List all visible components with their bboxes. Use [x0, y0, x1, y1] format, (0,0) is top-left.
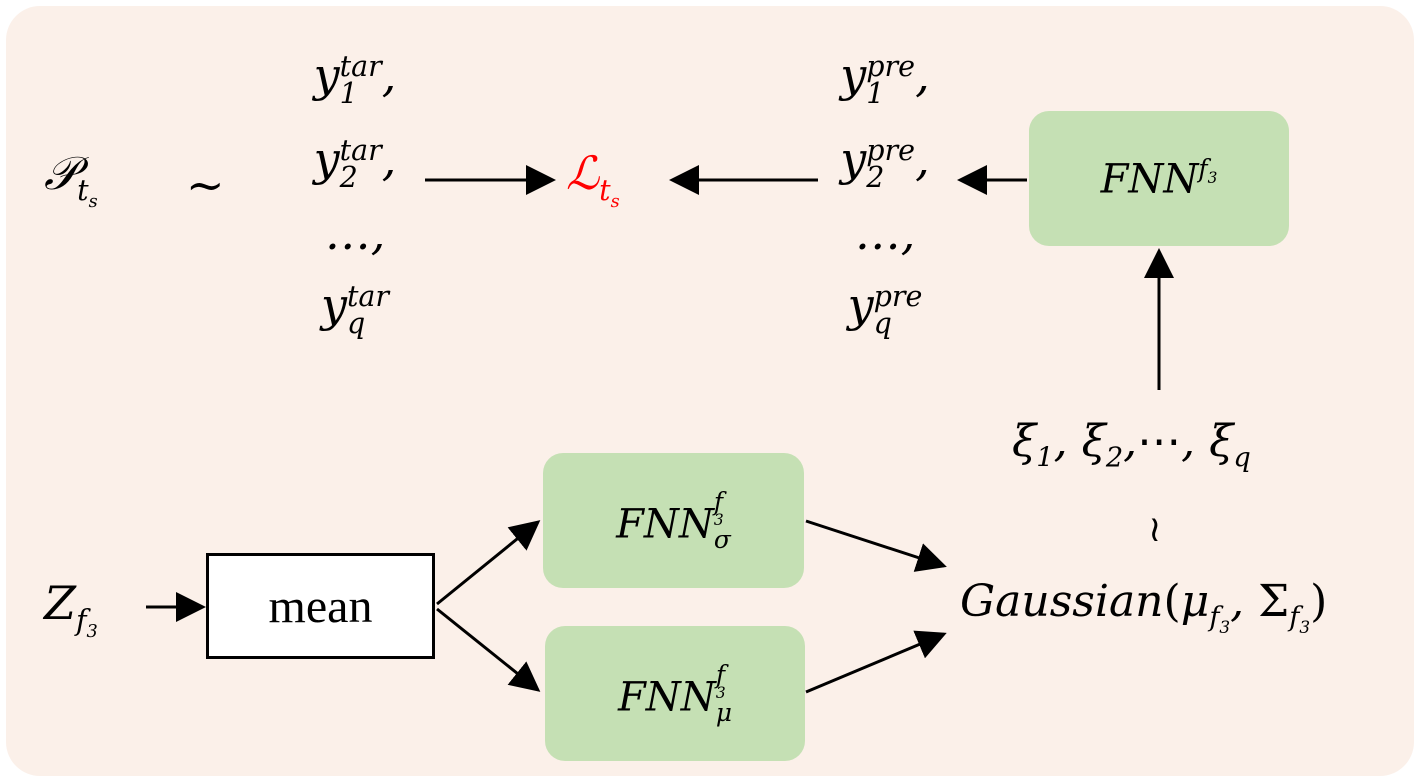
- prediction-dots: …,: [854, 206, 916, 260]
- distribution-symbol: 𝒫ts: [44, 150, 98, 212]
- mean-box: mean: [206, 553, 435, 659]
- noise-distributed-symbol: ≀: [1148, 509, 1162, 550]
- arrow-mean-to-fnn-sigma: [436, 520, 541, 606]
- distribution-tilde: ~: [186, 158, 225, 212]
- noise-samples: ξ1, ξ2,⋯, ξq: [1012, 416, 1251, 474]
- gaussian-distribution: Gaussian(μf3, Σf3): [960, 576, 1328, 638]
- arrow-mean-to-fnn-mu: [436, 607, 541, 692]
- target-dots: …,: [324, 206, 386, 260]
- fnn-output-box: FNNf3: [1029, 111, 1289, 246]
- input-z: Zf3: [44, 576, 98, 642]
- distribution-subsub: s: [88, 191, 98, 212]
- arrow-fnn-sigma-to-gaussian: [805, 519, 947, 572]
- fnn-output-label: FNNf3: [1100, 154, 1218, 203]
- distribution-sub: t: [77, 173, 89, 207]
- loss-symbol: ℒts: [566, 146, 620, 212]
- distribution-script-p: 𝒫: [44, 146, 78, 200]
- arrow-fnn-mu-to-gaussian: [805, 630, 947, 694]
